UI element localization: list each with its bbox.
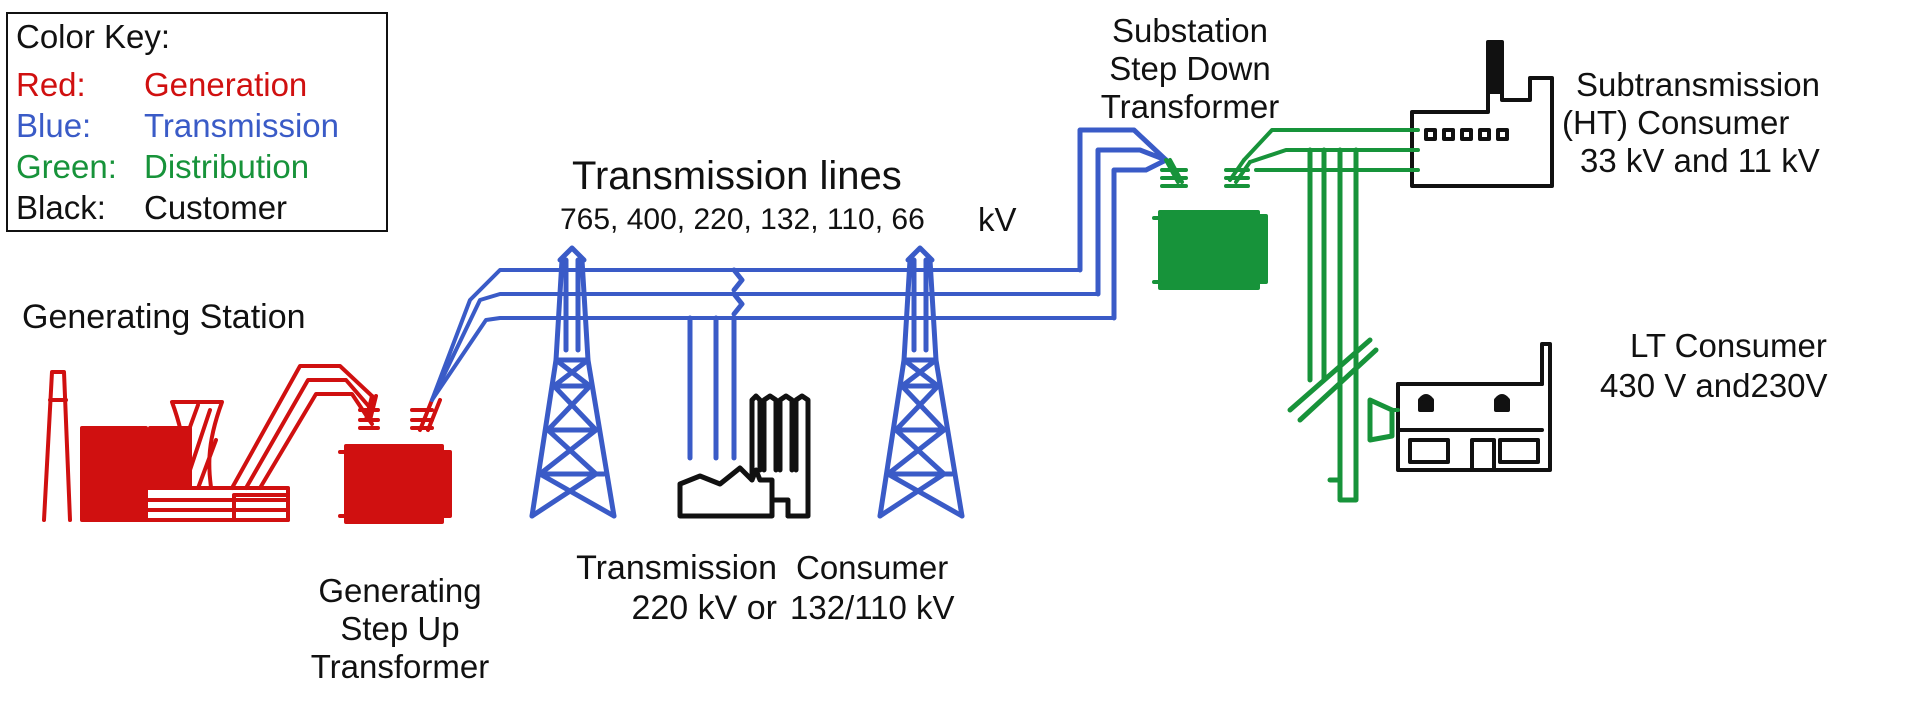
legend-value: Transmission bbox=[144, 107, 339, 144]
lt-consumer-label: LT Consumer 430 V and230V bbox=[1600, 326, 1828, 406]
legend-key: Green: bbox=[16, 148, 117, 185]
lt-consumer-line: LT Consumer bbox=[1630, 327, 1827, 364]
substation-line: Substation bbox=[1112, 12, 1268, 49]
distribution-pole-icon bbox=[1287, 147, 1395, 503]
step-up-transformer-label: Generating Step Up Transformer bbox=[300, 572, 500, 686]
legend-row-generation: Red: Generation bbox=[16, 66, 307, 104]
transmission-lines-title: Transmission lines bbox=[572, 154, 902, 198]
substation-line: Step Down bbox=[1109, 50, 1271, 87]
legend-row-distribution: Green: Distribution bbox=[16, 148, 309, 186]
transmission-voltages-unit: kV bbox=[978, 201, 1017, 238]
legend-key: Red: bbox=[16, 66, 86, 103]
transmission-consumer-line: Transmission bbox=[576, 549, 777, 587]
subtransmission-label: Subtransmission (HT) Consumer 33 kV and … bbox=[1562, 66, 1820, 180]
legend-row-customer: Black: Customer bbox=[16, 189, 287, 227]
transmission-lines bbox=[1077, 127, 1169, 321]
lt-consumer-line: 430 V and230V bbox=[1600, 367, 1828, 404]
color-key-legend: Color Key: Red: Generation Blue: Transmi… bbox=[6, 12, 388, 232]
subtransmission-line: 33 kV and 11 kV bbox=[1580, 142, 1820, 179]
legend-value: Generation bbox=[144, 66, 308, 103]
transmission-consumer-label-left: Transmission 220 kV or bbox=[555, 548, 777, 628]
step-down-transformer-icon bbox=[1152, 128, 1412, 290]
step-up-line: Generating bbox=[318, 572, 482, 609]
transmission-consumer-factory-icon bbox=[677, 393, 811, 519]
legend-key: Blue: bbox=[16, 107, 92, 144]
transmission-consumer-line: Consumer bbox=[796, 549, 949, 586]
generating-station-icon bbox=[42, 364, 374, 522]
transmission-consumer-label-right: Consumer 132/110 kV bbox=[790, 548, 955, 628]
step-up-line: Transformer bbox=[310, 648, 490, 685]
transmission-tower-left-icon bbox=[529, 245, 617, 519]
transmission-consumer-line: 220 kV or bbox=[631, 589, 777, 627]
substation-line: Transformer bbox=[1100, 88, 1280, 125]
legend-title: Color Key: bbox=[16, 18, 171, 55]
subtransmission-line: Subtransmission bbox=[1576, 66, 1820, 103]
transmission-consumer-drop bbox=[687, 267, 745, 461]
lt-consumer-house-icon bbox=[1390, 342, 1552, 472]
step-up-line: Step Up bbox=[340, 610, 460, 647]
legend-value: Customer bbox=[144, 189, 288, 226]
substation-label: Substation Step Down Transformer bbox=[1080, 12, 1300, 126]
step-up-transformer-icon bbox=[338, 268, 1116, 524]
subtransmission-line: (HT) Consumer bbox=[1562, 104, 1790, 141]
transmission-voltages: 765, 400, 220, 132, 110, 66 bbox=[560, 203, 925, 236]
transmission-consumer-line: 132/110 kV bbox=[790, 589, 955, 626]
legend-value: Distribution bbox=[144, 148, 310, 185]
ht-consumer-factory-icon bbox=[1408, 40, 1554, 188]
legend-key: Black: bbox=[16, 189, 106, 226]
generating-station-label: Generating Station bbox=[22, 298, 306, 336]
transmission-tower-right-icon bbox=[877, 245, 965, 519]
legend-row-transmission: Blue: Transmission bbox=[16, 107, 339, 145]
